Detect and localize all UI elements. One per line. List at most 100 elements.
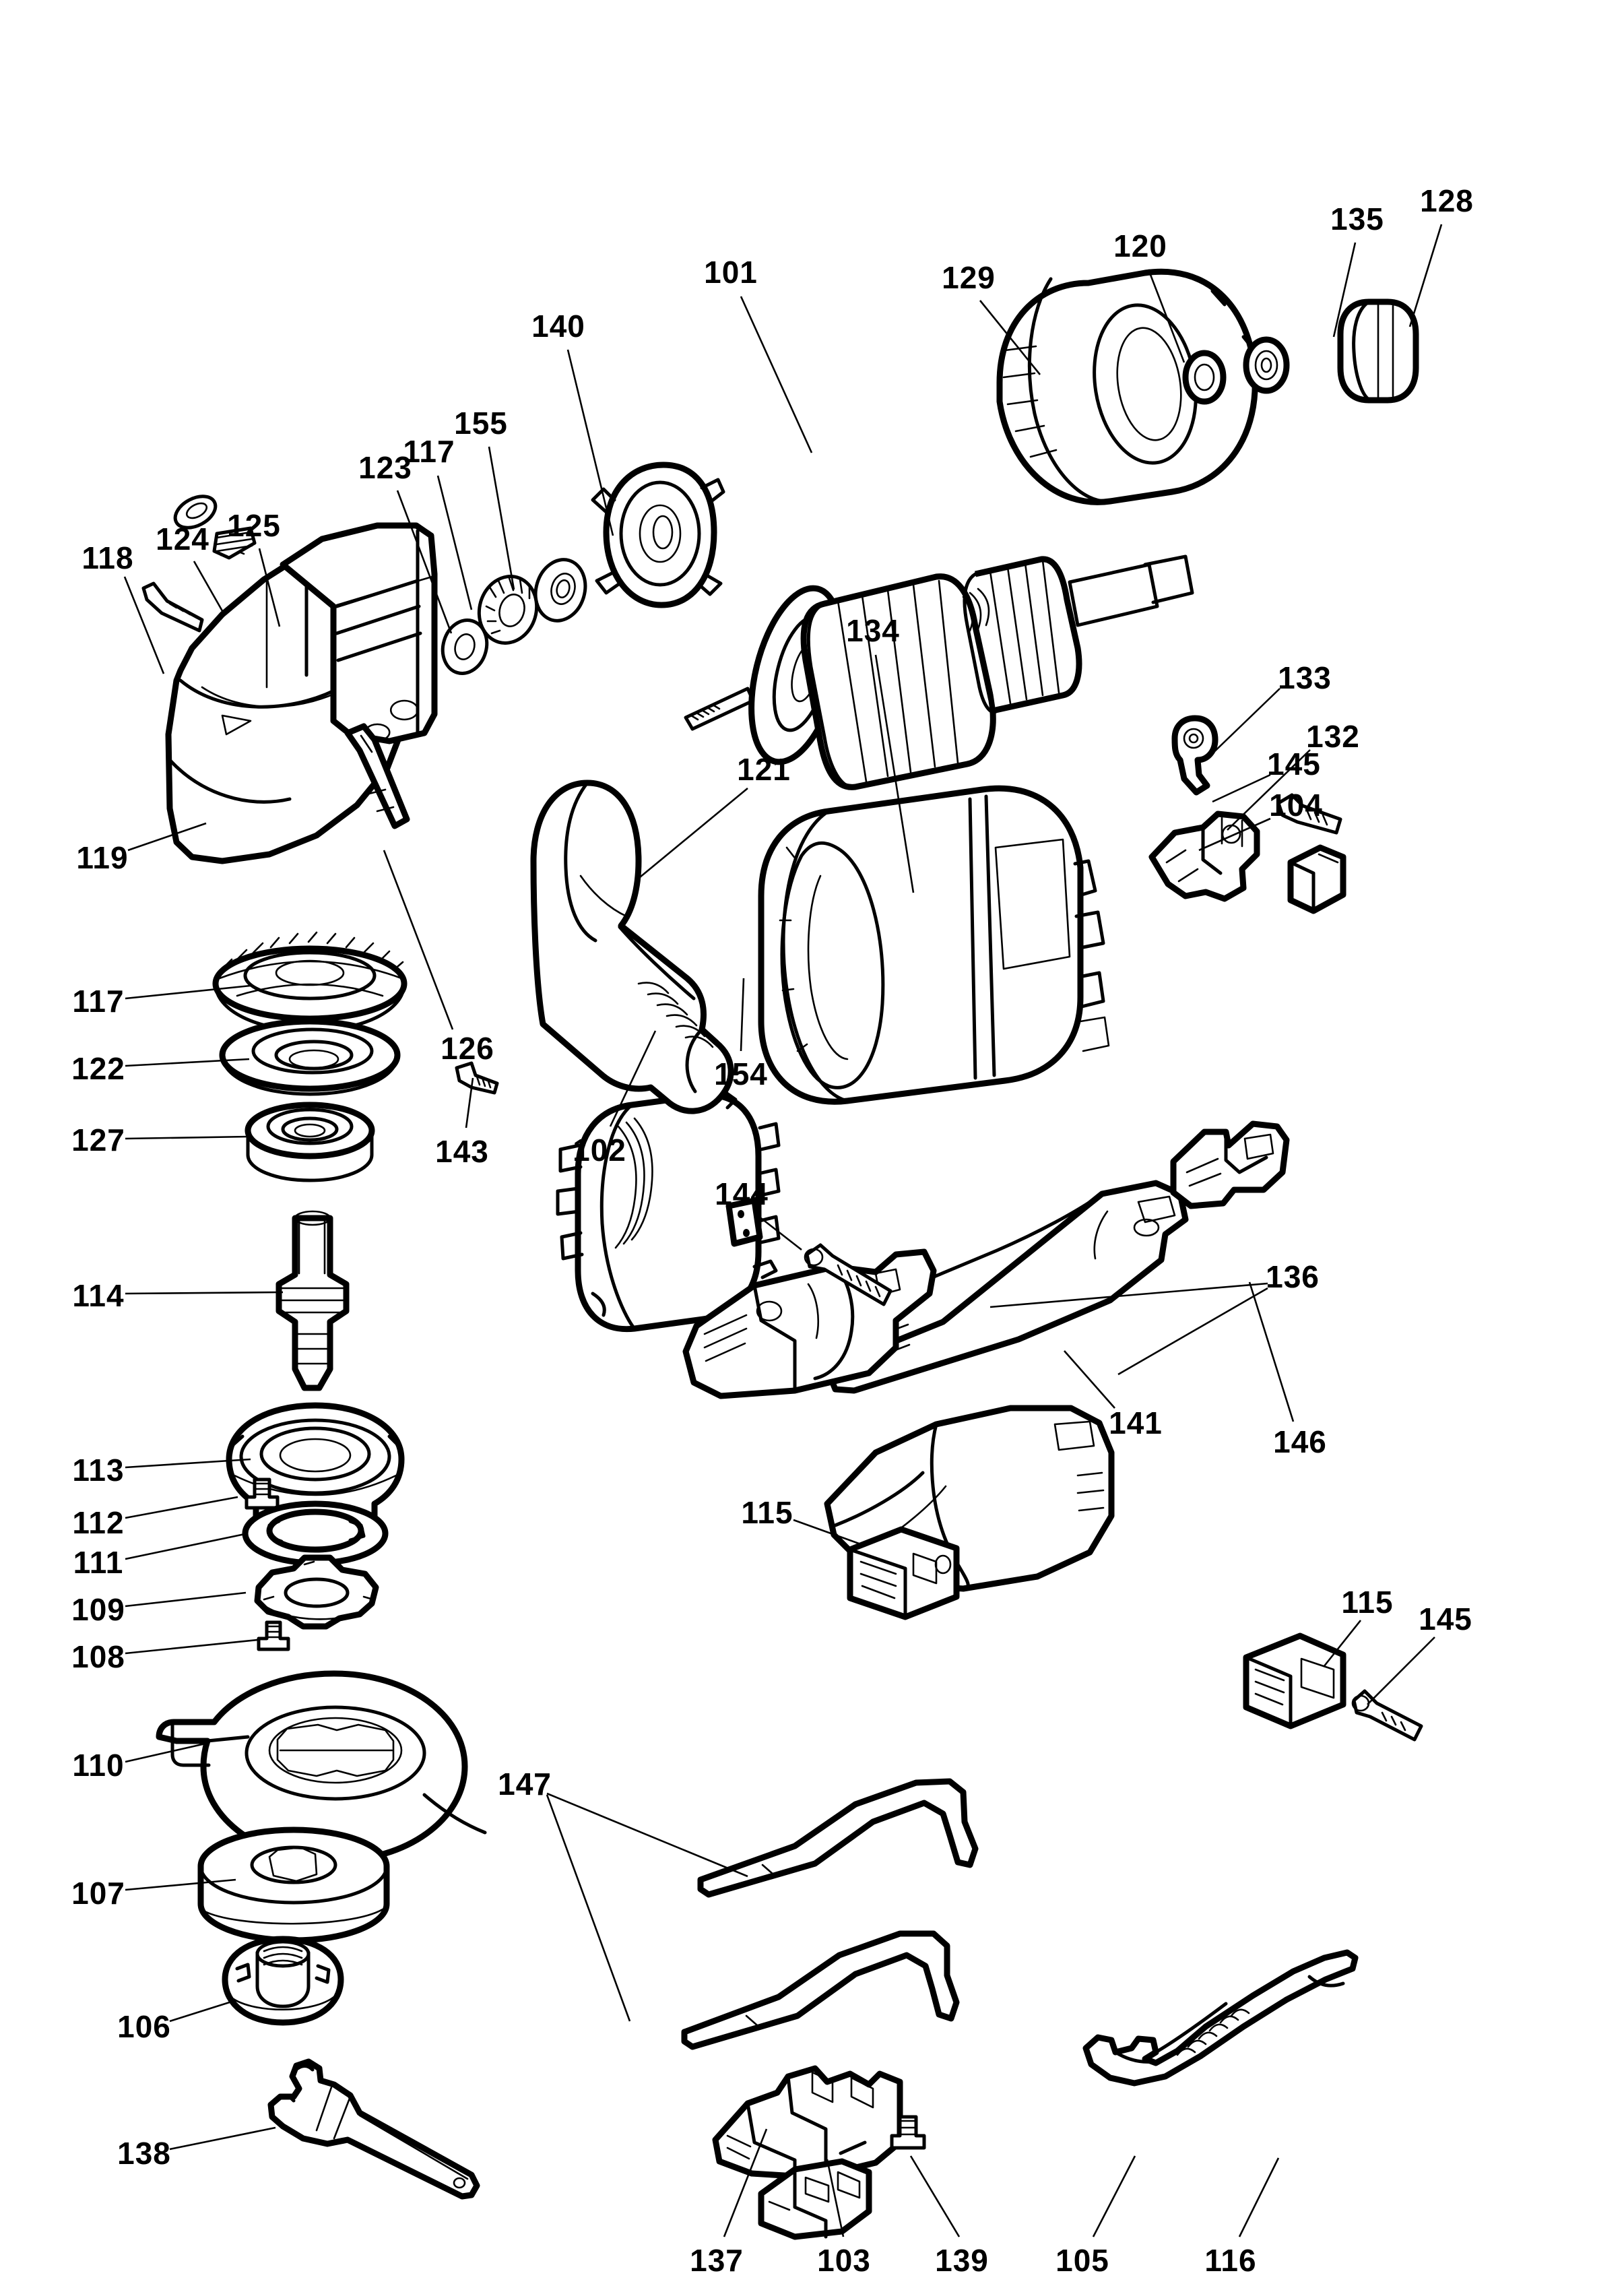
leader-line-118: [123, 576, 165, 674]
part-spring-125: [212, 526, 257, 560]
callout-122: 122: [71, 1051, 125, 1086]
part-brush-104: [1287, 844, 1346, 914]
leader-line-140: [566, 349, 614, 536]
part-terminal-block-103: [758, 2158, 872, 2240]
part-power-cord-116: [1082, 1949, 1359, 2087]
callout-103: 103: [817, 2243, 871, 2278]
callout-140: 140: [531, 309, 585, 344]
callout-105: 105: [1055, 2243, 1109, 2278]
callout-116: 116: [1204, 2243, 1257, 2278]
callout-126: 126: [441, 1031, 494, 1066]
part-field-stator-102: [556, 1091, 781, 1333]
part-pinion-gear-117b: [477, 575, 539, 645]
callout-136: 136: [1266, 1259, 1320, 1294]
part-gear-case-housing-119: [165, 522, 438, 864]
callout-132: 132: [1306, 719, 1360, 754]
leader-line-143: [465, 1077, 474, 1129]
callout-147: 147: [498, 1767, 552, 1802]
callout-110: 110: [72, 1748, 125, 1783]
leader-line-106: [169, 2000, 234, 2023]
callout-121: 121: [737, 752, 791, 787]
callout-138: 138: [117, 2136, 171, 2171]
leader-line-117: [125, 984, 251, 1000]
callout-111: 111: [73, 1545, 124, 1580]
leader-line-147: [546, 1792, 748, 1878]
callout-141: 141: [1109, 1405, 1163, 1440]
callout-115: 115: [741, 1495, 793, 1530]
callout-129: 129: [942, 260, 996, 295]
leader-line-115: [1322, 1620, 1362, 1667]
part-lead-wire-147a: [697, 1778, 979, 1898]
callout-107: 107: [71, 1876, 125, 1911]
leader-line-146: [1248, 1281, 1295, 1422]
callout-128: 128: [1420, 183, 1474, 218]
part-baffle-plate-140: [591, 462, 725, 608]
part-bushing-155: [533, 558, 587, 623]
leader-line-108: [125, 1639, 259, 1655]
leader-line-114: [125, 1291, 284, 1295]
part-seal-washer-122: [219, 1018, 401, 1096]
callout-101: 101: [704, 255, 758, 290]
part-retaining-ring-111: [242, 1500, 389, 1566]
part-spacer-ring-124: [173, 495, 218, 530]
part-insulator-plate-154: [725, 1197, 763, 1247]
callout-136: 136: [1266, 1259, 1320, 1294]
callout-104: 104: [1269, 788, 1323, 823]
part-ball-bearing-127: [245, 1102, 375, 1182]
part-spindle-lock-pin-126: [344, 723, 410, 829]
part-guard-110: [156, 1670, 487, 1864]
leader-line-101: [740, 296, 813, 453]
callout-144: 144: [715, 1176, 769, 1211]
leader-line-133: [1205, 688, 1280, 761]
leader-line-104: [1198, 817, 1271, 852]
part-screw-108: [257, 1620, 290, 1651]
part-switch-137: [712, 2065, 903, 2180]
leader-line-109: [125, 1591, 247, 1608]
leader-line-154: [740, 978, 745, 1052]
callout-134: 134: [846, 613, 900, 648]
leader-line-107: [125, 1878, 236, 1891]
part-lead-wire-147b: [681, 1930, 960, 2050]
callout-118: 118: [82, 540, 134, 575]
part-bearing-120: [1182, 350, 1227, 405]
part-side-handle-121: [530, 780, 734, 1114]
leader-line-124: [193, 561, 226, 615]
leader-line-145: [1212, 773, 1271, 803]
leader-line-126: [383, 850, 454, 1030]
callout-115: 115: [1341, 1585, 1394, 1620]
leader-line-112: [125, 1496, 238, 1519]
callout-145: 145: [1267, 746, 1321, 782]
part-bearing-cup-128: [1337, 298, 1419, 404]
leader-line-136: [1117, 1287, 1268, 1376]
callout-117: 117: [403, 434, 455, 469]
callout-124: 124: [156, 521, 209, 557]
part-screw-145: [1276, 793, 1342, 835]
leader-line-121: [639, 787, 748, 879]
part-washer-123: [441, 618, 489, 675]
part-bearing-retainer-135: [1243, 336, 1290, 394]
callout-133: 133: [1278, 660, 1332, 695]
leader-line-138: [169, 2126, 276, 2151]
part-screw-145b: [1351, 1689, 1423, 1742]
leader-line-137: [723, 2128, 768, 2237]
leader-line-127: [125, 1135, 250, 1140]
leader-line-147: [546, 1794, 631, 2022]
callout-109: 109: [71, 1592, 125, 1627]
callout-127: 127: [71, 1122, 125, 1157]
leader-line-122: [125, 1058, 250, 1067]
callout-125: 125: [227, 508, 281, 543]
part-screw-long-118: [141, 581, 204, 633]
leader-line-141: [1064, 1350, 1115, 1409]
leader-line-129: [979, 300, 1041, 375]
callout-154: 154: [714, 1056, 768, 1091]
part-brush-holder-132: [1148, 811, 1260, 902]
leader-line-123: [396, 490, 453, 634]
leader-line-136: [989, 1282, 1268, 1308]
part-spanner-wrench-138: [267, 2058, 480, 2200]
callout-137: 137: [690, 2243, 744, 2278]
leader-line-110: [125, 1742, 206, 1763]
part-screw-field-143: [455, 1061, 499, 1095]
callout-106: 106: [117, 2009, 171, 2044]
